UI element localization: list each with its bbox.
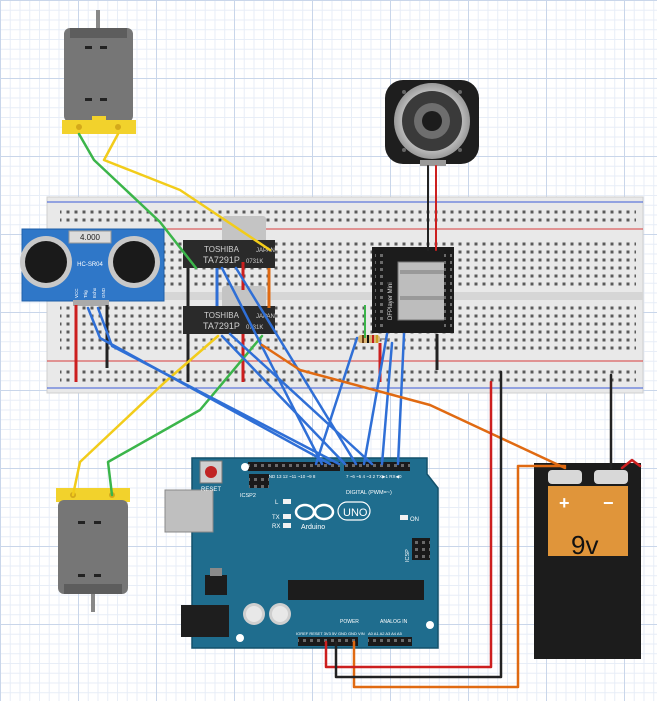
speaker (385, 80, 479, 166)
wire-driver2-b (220, 334, 347, 466)
wire-dfplayer-c (396, 332, 406, 466)
atmega-chip (288, 580, 424, 600)
sensor-name: HC-SR04 (77, 262, 103, 268)
driver1-lot: JAPAN (256, 248, 275, 254)
led-rx-label: RX (272, 524, 280, 530)
power-label: POWER (340, 619, 359, 625)
breadboard (46, 196, 644, 394)
battery-plus: + (559, 493, 570, 513)
sensor-pin-labels: VCC Trig Echo GND (74, 287, 106, 298)
wire-driver2-a (228, 332, 374, 466)
dc-motor-bottom (56, 488, 130, 612)
sensor-pin-label: VCC (74, 288, 79, 298)
analog-label: ANALOG IN (380, 619, 408, 625)
reset-label: RESET (201, 487, 221, 493)
wire-motor-top-green (77, 132, 198, 270)
motor-driver-2: TOSHIBA JAPAN TA7291P 0731K (183, 286, 275, 334)
sensor-pin-label: GND (101, 287, 106, 298)
driver1-part: TA7291P (203, 255, 240, 265)
wire-motor-top-yellow (102, 132, 272, 252)
arduino-logo (294, 503, 335, 521)
led-tx-label: TX (272, 515, 280, 521)
digital-label: DIGITAL (PWM=~) (346, 490, 392, 496)
driver2-code: 0731K (246, 325, 263, 331)
wire-orange-battery-plus (260, 343, 567, 470)
wire-sensor-trig (86, 306, 332, 466)
sensor-pin-label: Trig (83, 290, 88, 298)
digital-header-right (344, 462, 410, 471)
led-l-label: L (275, 500, 279, 506)
power-pins-label: IOREF RESET 3V3 5V GND GND VIN (296, 631, 365, 636)
wire-motor-bottom-green (106, 334, 264, 497)
dfplayer-label: DFPlayer Mini (388, 282, 394, 320)
wire-black-gnd (334, 370, 503, 679)
wire-red-battery-lead (620, 458, 642, 470)
driver1-brand: TOSHIBA (204, 245, 240, 254)
wire-driver1-a (220, 266, 324, 466)
wire-sensor-echo (96, 306, 341, 466)
digital-header-label: 7 ~6 ~5 4 ~3 2 TX▶1 RX◀0 (346, 474, 402, 479)
usb-port (164, 489, 214, 533)
driver1-code: 0731K (246, 259, 263, 265)
battery-voltage: 9v (571, 530, 598, 560)
analog-pins-label: A0 A1 A2 A3 A4 A5 (368, 631, 403, 636)
sensor-pin-label: Echo (92, 287, 97, 298)
dfplayer-mini: DFPlayer Mini (372, 247, 454, 333)
wires (71, 132, 642, 689)
battery-9v: + − 9v (534, 463, 641, 659)
digital-header-left (248, 462, 340, 471)
driver2-brand: TOSHIBA (204, 311, 240, 320)
icsp-label: ICSP (405, 549, 411, 562)
sensor-top-label: 4.000 (80, 233, 101, 242)
wire-dfplayer-tx (380, 341, 394, 466)
wire-dfplayer-rx (314, 336, 359, 466)
wire-motor-bottom-yellow (71, 334, 220, 497)
power-jack (181, 605, 229, 637)
arduino-model: UNO (343, 507, 368, 519)
wire-orange-vin (352, 464, 567, 689)
on-label: ON (410, 517, 419, 523)
arduino-brand: Arduino (301, 524, 325, 531)
battery-minus: − (603, 493, 614, 513)
power-header (298, 637, 358, 646)
analog-header (368, 637, 412, 646)
ultrasonic-sensor: 4.000 HC-SR04 VCC Trig Echo GND (20, 228, 165, 306)
wire-dfplayer-d (362, 332, 389, 466)
dc-motor-top (62, 10, 136, 134)
wire-red-5v (324, 380, 493, 669)
driver2-part: TA7291P (203, 321, 240, 331)
resistor (350, 335, 390, 343)
icsp2-label: ICSP2 (240, 493, 256, 499)
aref-header-label: AREF GND 13 12 ~11 ~10 ~9 8 (252, 474, 316, 479)
arduino-uno: RESET AREF GND 13 12 ~11 ~10 ~9 8 7 ~6 ~… (164, 457, 439, 649)
